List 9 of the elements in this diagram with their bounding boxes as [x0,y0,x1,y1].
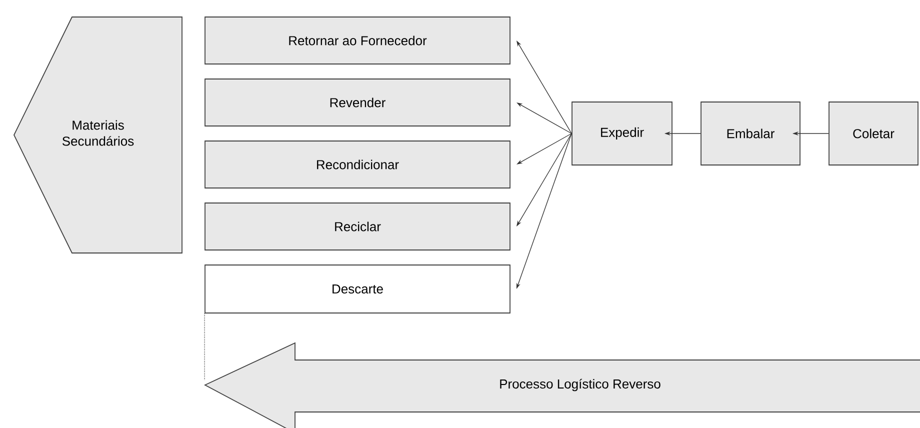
process-box: Coletar [828,102,918,166]
process-box: Reciclar [204,202,510,250]
process-box: Recondicionar [204,140,510,188]
process-box: Descarte [204,264,510,314]
process-box: Expedir [572,102,672,166]
process-box: Retornar ao Fornecedor [204,16,510,64]
process-box: Revender [204,78,510,126]
connector-line [204,313,205,380]
process-box: Embalar [700,102,800,166]
